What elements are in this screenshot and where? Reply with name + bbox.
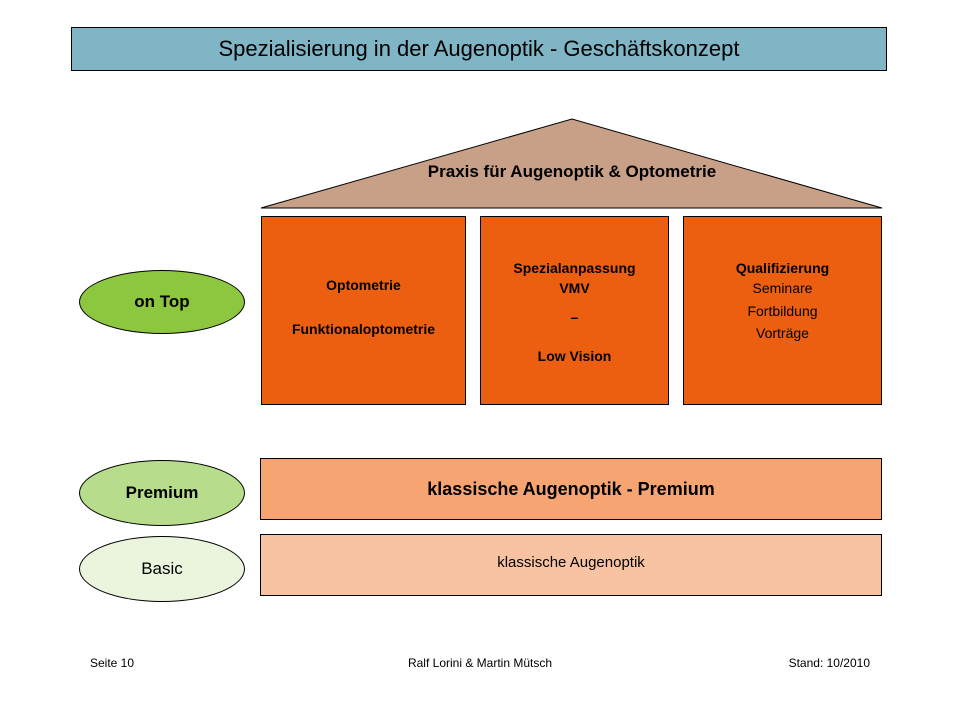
level-oval-premium: Premium xyxy=(79,460,245,526)
pillar-optometrie: Optometrie Funktionaloptometrie xyxy=(261,216,466,405)
band-premium: klassische Augenoptik - Premium xyxy=(260,458,882,520)
level-oval-basic: Basic xyxy=(79,536,245,602)
pillar-spezial-line1: Spezialanpassung xyxy=(513,260,636,276)
footer-date: Stand: 10/2010 xyxy=(788,656,870,670)
page-title: Spezialisierung in der Augenoptik - Gesc… xyxy=(218,36,740,61)
footer-authors: Ralf Lorini & Martin Mütsch xyxy=(407,656,553,670)
pillar-quali-item: Fortbildung xyxy=(747,303,818,319)
pillar-spezialanpassung: Spezialanpassung VMV – Low Vision xyxy=(480,216,669,405)
level-label-premium: Premium xyxy=(125,483,199,502)
footer-page: Seite 10 xyxy=(90,656,135,670)
pillar-optometrie-line2: Funktionaloptometrie xyxy=(291,321,436,337)
pillar-quali-item: Vorträge xyxy=(756,325,809,341)
level-label-on-top: on Top xyxy=(134,292,190,311)
title-bar: Spezialisierung in der Augenoptik - Gesc… xyxy=(71,27,887,71)
level-label-basic: Basic xyxy=(141,559,183,578)
pillar-spezial-line4: Low Vision xyxy=(537,348,612,364)
pillar-quali-item: Seminare xyxy=(752,280,813,296)
pillar-optometrie-line1: Optometrie xyxy=(326,277,401,293)
band-basic-label: klassische Augenoptik xyxy=(497,553,645,571)
roof-label: Praxis für Augenoptik & Optometrie xyxy=(427,162,717,181)
roof-triangle xyxy=(260,118,883,209)
band-premium-label: klassische Augenoptik - Premium xyxy=(427,478,715,499)
band-basic: klassische Augenoptik xyxy=(260,534,882,596)
pillar-spezial-line2: VMV xyxy=(559,280,590,296)
pillar-spezial-line3: – xyxy=(570,309,579,325)
level-oval-on-top: on Top xyxy=(79,270,245,334)
pillar-qualifizierung: Qualifizierung Seminare Fortbildung Vort… xyxy=(683,216,882,405)
pillar-quali-heading: Qualifizierung xyxy=(735,260,830,276)
